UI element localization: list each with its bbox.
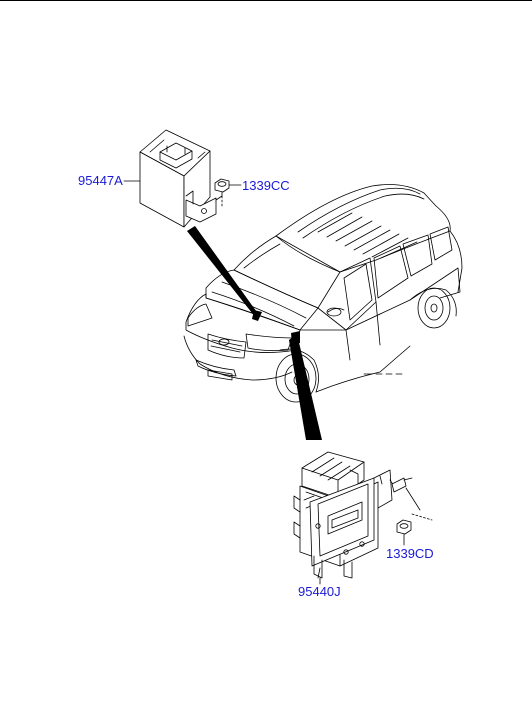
module-95447a-drawing <box>123 129 223 228</box>
part-label-95440j[interactable]: 95440J <box>298 584 341 599</box>
nut-1339cd-drawing <box>396 519 412 546</box>
part-label-1339cc[interactable]: 1339CC <box>242 178 290 193</box>
top-border-line <box>0 0 532 1</box>
part-label-95447a[interactable]: 95447A <box>78 173 123 188</box>
nut-1339cc-drawing <box>214 178 242 193</box>
callout-wedges <box>187 226 322 440</box>
ecu-95440j-drawing <box>293 451 433 585</box>
part-label-1339cd[interactable]: 1339CD <box>386 546 434 561</box>
vehicle-drawing <box>183 184 463 403</box>
